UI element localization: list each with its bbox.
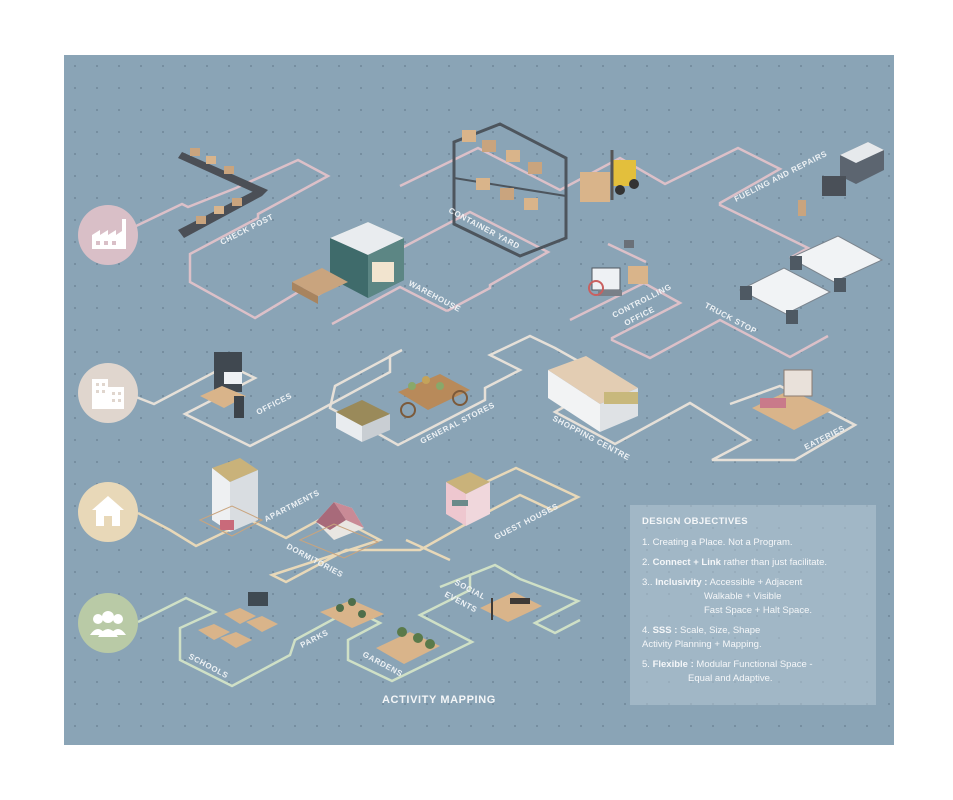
objective-5-line-2: Equal and Adaptive. (688, 673, 773, 684)
dormitory-house-icon (298, 502, 380, 559)
home-icon (92, 496, 124, 526)
industry-category-circle (78, 205, 138, 265)
fuel-station-icon (798, 142, 884, 216)
social-bench-icon (480, 592, 542, 622)
objective-3-title: Inclusivity : (655, 577, 708, 588)
label-apartments: APARTMENTS (263, 488, 321, 524)
shopping-centre-icon (548, 356, 638, 432)
office-category-circle (78, 363, 138, 423)
objective-3-line-1: Accessible + Adjacent (709, 577, 803, 588)
objectives-heading: DESIGN OBJECTIVES (642, 516, 749, 527)
housing-category-circle (78, 482, 138, 542)
community-category-circle (78, 593, 138, 653)
industry-paths (133, 146, 829, 360)
map-title: ACTIVITY MAPPING (382, 694, 496, 706)
control-desk-icon (588, 240, 648, 296)
objective-5-number: 5. (642, 659, 650, 670)
classroom-desks-icon (198, 592, 278, 648)
label-truck-stop: TRUCK STOP (703, 301, 758, 336)
objective-1-text: Creating a Place. Not a Program. (652, 537, 793, 548)
label-dormitories: DORMITORIES (285, 542, 345, 580)
trucks-icon (738, 235, 884, 324)
label-eateries: EATERIES (803, 424, 847, 452)
objective-4-line-2: Activity Planning + Mapping. (642, 639, 762, 650)
objective-5: 5. Flexible : Modular Functional Space -… (642, 658, 876, 686)
objective-3-number: 3.. (642, 577, 653, 588)
objective-2: 2. Connect + Link rather than just facil… (642, 556, 876, 570)
objective-2-title: Connect + Link (652, 557, 721, 568)
community-paths (137, 563, 582, 688)
label-guest-houses: GUEST HOUSES (493, 502, 560, 542)
factory-icon (92, 219, 126, 249)
label-check-post: CHECK POST (219, 212, 275, 247)
guest-house-icon (446, 472, 490, 526)
objective-2-number: 2. (642, 557, 650, 568)
design-objectives-panel: DESIGN OBJECTIVES 1. Creating a Place. N… (630, 505, 876, 705)
objective-4: 4. SSS : Scale, Size, Shape Activity Pla… (642, 624, 876, 652)
office-desk-icon (200, 352, 246, 418)
commerce-paths (135, 334, 858, 462)
objective-5-title: Flexible : (652, 659, 694, 670)
objective-5-line-1: Modular Functional Space - (696, 659, 813, 670)
warehouse-icon (292, 222, 404, 304)
label-offices: OFFICES (255, 391, 294, 417)
people-group-icon (90, 611, 126, 637)
objective-3: 3.. Inclusivity : Accessible + Adjacent … (642, 576, 876, 618)
label-container-yard: CONTAINER YARD (447, 206, 521, 251)
objective-1: 1. Creating a Place. Not a Program. (642, 536, 876, 550)
label-warehouse: WAREHOUSE (407, 279, 462, 314)
label-fueling-repairs: FUELING AND REPAIRS (733, 149, 829, 204)
office-building-icon (92, 379, 124, 409)
objective-1-number: 1. (642, 537, 650, 548)
objective-4-line-1: Scale, Size, Shape (680, 625, 761, 636)
objective-2-text: rather than just facilitate. (723, 557, 828, 568)
objective-4-number: 4. (642, 625, 650, 636)
label-parks: PARKS (299, 628, 330, 650)
forklift-icon (580, 150, 639, 202)
market-stall-icon (336, 374, 470, 442)
objective-3-line-2: Walkable + Visible (704, 591, 782, 602)
objective-4-title: SSS : (652, 625, 678, 636)
apartment-building-icon (198, 458, 264, 537)
garden-icon (376, 627, 440, 664)
conveyor-icon (178, 148, 268, 238)
storage-rack-icon (452, 122, 568, 258)
park-icon (320, 598, 384, 628)
eatery-icon (752, 369, 832, 430)
objective-3-line-3: Fast Space + Halt Space. (704, 605, 812, 616)
